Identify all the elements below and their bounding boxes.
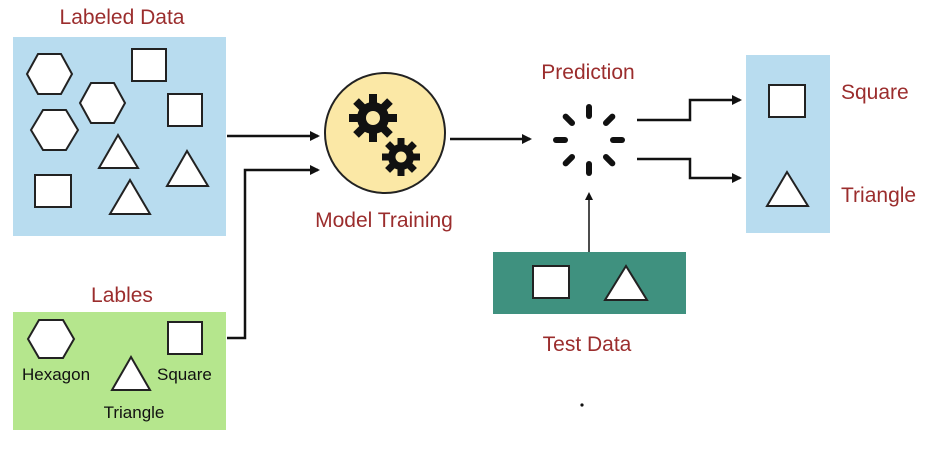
triangle-shape [603,264,649,301]
triangle-shape [97,133,140,169]
square-shape [532,265,570,299]
dot-mark [580,403,584,407]
label-hexagon: Hexagon [22,365,90,384]
test-data-panel [493,252,686,314]
gears-icon [349,94,420,176]
labels-title: Lables [91,284,153,307]
hexagon-shape [29,109,80,151]
square-shape [167,321,203,355]
model-training-title: Model Training [315,209,453,232]
square-shape [768,84,806,118]
labeled-data-title: Labeled Data [60,6,185,29]
square-shape [34,174,72,208]
square-shape [131,48,167,82]
triangle-shape [165,149,210,187]
hexagon-shape [25,53,74,95]
test-data-title: Test Data [543,333,632,356]
triangle-shape [108,178,152,215]
output-square-label: Square [841,81,909,104]
label-triangle: Triangle [104,403,165,422]
label-square: Square [157,365,212,384]
output-triangle-label: Triangle [841,184,916,207]
square-shape [167,93,203,127]
arrow-to-triangle [637,157,742,183]
triangle-shape [765,170,810,207]
triangle-shape [110,354,152,391]
arrow-to-square [637,95,742,122]
prediction-title: Prediction [541,61,634,84]
hexagon-shape [78,82,127,124]
loading-spinner-icon [553,104,625,176]
arrow-labels-to-model [227,165,320,340]
hexagon-shape [26,319,76,359]
